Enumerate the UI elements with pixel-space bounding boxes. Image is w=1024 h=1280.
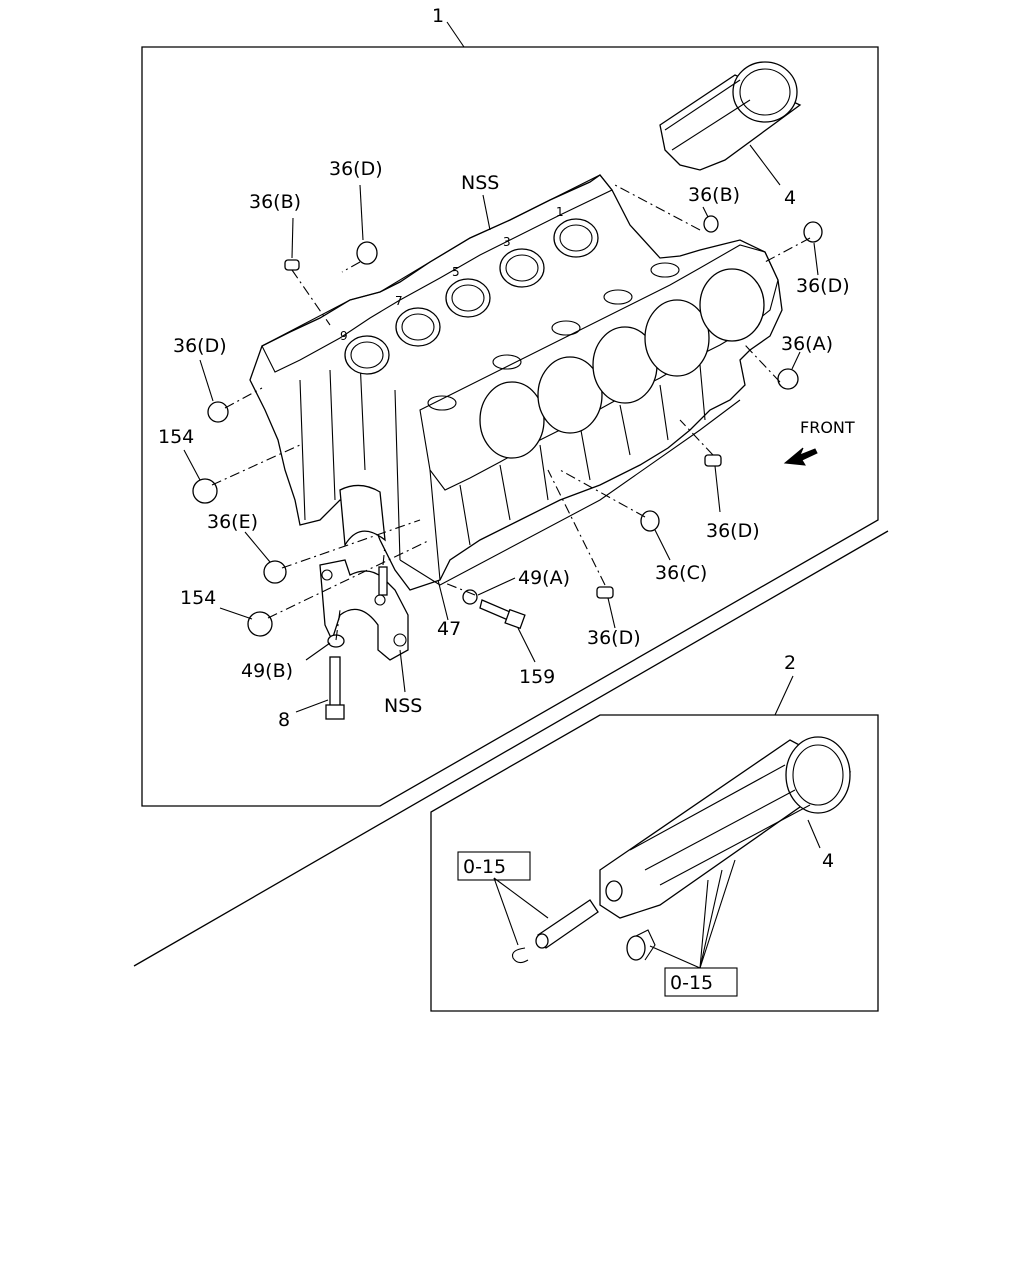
- callout-assembly-2: 2: [784, 652, 796, 674]
- callout-liner-4: 4: [784, 187, 796, 209]
- kit-pin: [535, 899, 599, 949]
- front-direction-arrow-icon: [783, 447, 818, 466]
- leader-lines: [183, 144, 819, 713]
- callout-36e: 36(E): [207, 511, 258, 533]
- dowel-pin-47: [378, 566, 388, 596]
- plug-36d-top: [356, 241, 378, 265]
- callout-36d-top: 36(D): [329, 158, 383, 180]
- plug-36d-front: [704, 454, 722, 467]
- plug-36d-bottom: [596, 586, 614, 599]
- callout-assembly-1: 1: [432, 5, 444, 27]
- bolt-159: [479, 599, 526, 630]
- main-assembly-frame: [141, 46, 879, 807]
- plug-36d-left: [207, 401, 229, 423]
- washer-49b: [327, 634, 345, 648]
- bore-5: 5: [445, 265, 491, 318]
- bore-7: 7: [395, 294, 441, 347]
- callout-159: 159: [519, 666, 555, 688]
- kit-snap-ring: [511, 947, 529, 964]
- alignment-lines: [211, 184, 811, 641]
- callout-36a: 36(A): [781, 333, 833, 355]
- callout-36d-front: 36(D): [706, 520, 760, 542]
- bore-number-3: 3: [503, 235, 511, 249]
- leader-2: [774, 675, 794, 716]
- plug-36d-right: [803, 221, 823, 243]
- cylinder-liner-main: [659, 61, 802, 171]
- kit-plug: [626, 929, 656, 961]
- separator-line: [133, 530, 889, 967]
- callout-ref-015-left: 0-15: [463, 856, 506, 878]
- bolt-8: [325, 656, 345, 720]
- washer-49a: [462, 589, 478, 605]
- callout-49b: 49(B): [241, 660, 293, 682]
- plug-36b-right: [703, 215, 719, 233]
- plug-36e: [263, 560, 287, 584]
- ref-box-left: [457, 851, 531, 881]
- callout-ref-015-right: 0-15: [670, 972, 713, 994]
- callout-36b-right: 36(B): [688, 184, 740, 206]
- callout-nss-bottom: NSS: [384, 695, 422, 717]
- bore-number-5: 5: [452, 265, 460, 279]
- plug-parts: [192, 215, 823, 648]
- bore-1: 1: [553, 205, 599, 258]
- plug-36c: [640, 510, 660, 532]
- right-bank-bores: [427, 262, 765, 459]
- plug-36a: [777, 368, 799, 390]
- callout-154-upper: 154: [158, 426, 194, 448]
- callout-36d-left: 36(D): [173, 335, 227, 357]
- cylinder-liner-kit: [599, 736, 852, 919]
- kit-leader-lines: [493, 819, 821, 969]
- front-label: FRONT: [800, 418, 855, 437]
- plug-154-lower: [247, 611, 273, 637]
- callout-47: 47: [437, 618, 461, 640]
- callout-36d-bottom: 36(D): [587, 627, 641, 649]
- bore-number-9: 9: [340, 329, 348, 343]
- callout-49a: 49(A): [518, 567, 570, 589]
- bore-9: 9: [340, 329, 390, 375]
- left-bank-bores: 9 7 5 3 1: [340, 205, 599, 375]
- ref-box-right: [664, 967, 738, 997]
- plug-154-upper: [192, 478, 218, 504]
- bore-number-1: 1: [556, 205, 564, 219]
- callout-nss-top: NSS: [461, 172, 499, 194]
- callout-36c: 36(C): [655, 562, 707, 584]
- callout-8: 8: [278, 709, 290, 731]
- plug-36b-left: [284, 259, 300, 271]
- bore-3: 3: [499, 235, 545, 288]
- leader-1: [446, 21, 465, 48]
- bore-number-7: 7: [395, 294, 403, 308]
- kit-assembly-frame: [430, 714, 879, 1012]
- callout-36b-left: 36(B): [249, 191, 301, 213]
- callout-36d-right: 36(D): [796, 275, 850, 297]
- callout-154-lower: 154: [180, 587, 216, 609]
- callout-liner-kit-4: 4: [822, 850, 834, 872]
